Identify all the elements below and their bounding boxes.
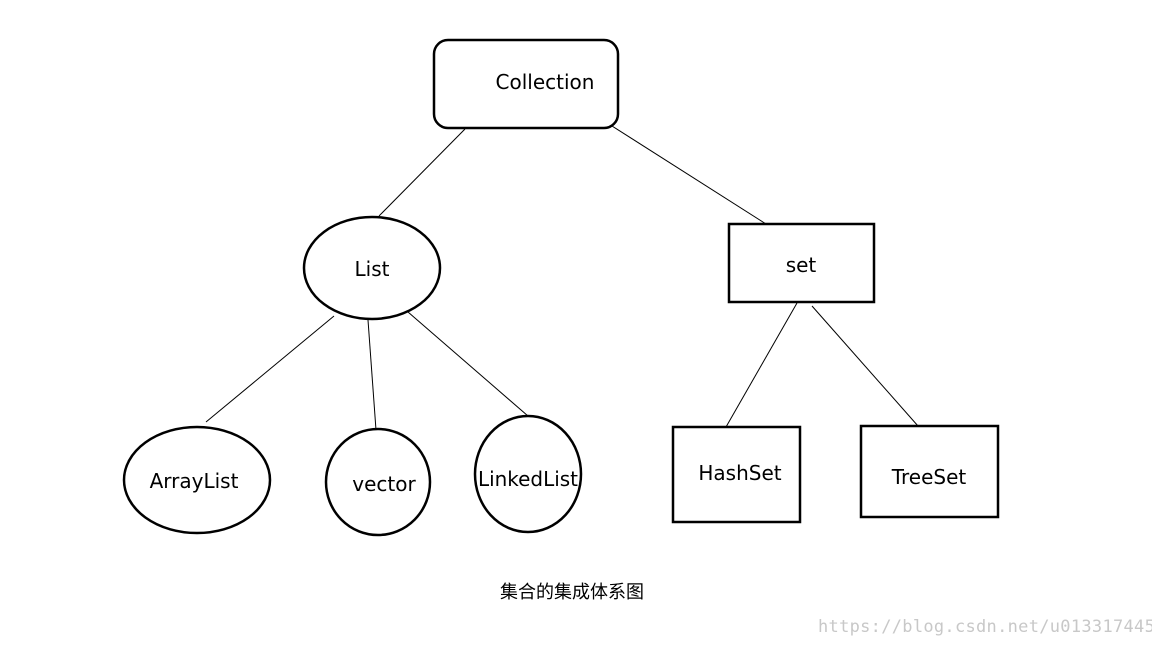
node-collection: Collection bbox=[432, 38, 620, 130]
collection-box bbox=[432, 38, 620, 130]
diagram-caption: 集合的集成体系图 bbox=[500, 582, 644, 603]
list-ellipse bbox=[302, 215, 442, 321]
linkedlist-ellipse bbox=[473, 414, 583, 534]
node-linkedlist: LinkedList bbox=[473, 414, 583, 534]
edge-list-linkedlist bbox=[407, 311, 529, 417]
hashset-box bbox=[671, 425, 802, 524]
linkedlist-label: LinkedList bbox=[478, 467, 578, 491]
treeset-box bbox=[859, 424, 1000, 519]
edge-collection-list bbox=[378, 128, 466, 217]
node-vector: vector bbox=[324, 427, 432, 537]
node-treeset: TreeSet bbox=[859, 424, 1000, 519]
edge-list-vector bbox=[367, 319, 377, 431]
edge-set-treeset bbox=[811, 305, 919, 427]
collection-label: Collection bbox=[496, 70, 595, 94]
edge-collection-set bbox=[611, 125, 767, 225]
vector-label: vector bbox=[352, 472, 416, 496]
node-list: List bbox=[302, 215, 442, 321]
treeset-label: TreeSet bbox=[891, 465, 967, 489]
arraylist-label: ArrayList bbox=[150, 469, 239, 493]
node-set: set bbox=[727, 222, 876, 304]
node-hashset: HashSet bbox=[671, 425, 802, 524]
watermark-url: https://blog.csdn.net/u013317445 bbox=[818, 617, 1152, 637]
node-arraylist: ArrayList bbox=[122, 425, 272, 535]
set-box bbox=[727, 222, 876, 304]
edge-set-hashset bbox=[725, 302, 798, 428]
list-label: List bbox=[355, 257, 390, 281]
connectors bbox=[205, 125, 919, 431]
edge-list-arraylist bbox=[205, 315, 335, 423]
vector-ellipse bbox=[324, 427, 432, 537]
hashset-label: HashSet bbox=[698, 461, 781, 485]
set-label: set bbox=[786, 253, 817, 277]
arraylist-ellipse bbox=[122, 425, 272, 535]
